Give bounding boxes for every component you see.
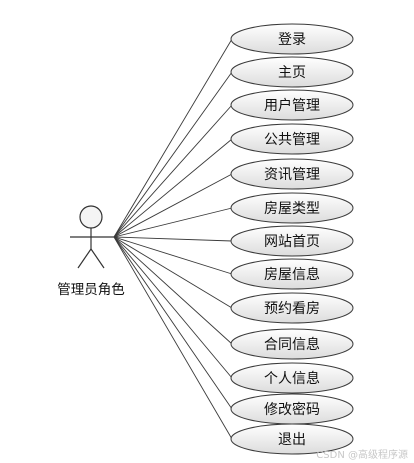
use-case-ellipse — [230, 23, 354, 55]
use-case-label: 修改密码 — [264, 401, 320, 418]
association-line — [113, 236, 233, 309]
use-case-ellipse — [230, 123, 354, 155]
association-line — [113, 236, 233, 275]
use-case-list: 登录主页用户管理公共管理资讯管理房屋类型网站首页房屋信息预约看房合同信息个人信息… — [230, 23, 354, 455]
use-case-label: 合同信息 — [264, 336, 320, 353]
use-case-label: 个人信息 — [264, 370, 320, 387]
use-case-node: 公共管理 — [230, 123, 354, 155]
use-case-label: 资讯管理 — [264, 167, 320, 183]
use-case-node: 登录 — [230, 23, 354, 55]
association-line — [113, 236, 233, 440]
use-case-ellipse — [230, 258, 354, 290]
actor-figure: 管理员角色 — [57, 205, 125, 298]
actor-label: 管理员角色 — [57, 281, 125, 298]
actor-head — [79, 205, 103, 229]
use-case-node: 退出 — [230, 423, 354, 455]
use-case-node: 预约看房 — [230, 292, 354, 324]
use-case-node: 资讯管理 — [230, 158, 354, 190]
use-case-label: 退出 — [278, 432, 306, 448]
use-case-label: 公共管理 — [264, 132, 320, 148]
use-case-node: 网站首页 — [230, 225, 354, 257]
use-case-ellipse — [230, 89, 354, 121]
use-case-label: 主页 — [278, 65, 306, 81]
actor-left-leg — [77, 248, 92, 269]
use-case-label: 房屋信息 — [264, 266, 320, 283]
association-line — [113, 38, 233, 238]
use-case-ellipse — [230, 225, 354, 257]
use-case-node: 修改密码 — [230, 393, 354, 425]
association-lines — [113, 38, 233, 440]
use-case-ellipse — [230, 158, 354, 190]
association-line — [113, 71, 233, 238]
association-line — [113, 138, 233, 238]
use-case-label: 登录 — [278, 32, 306, 48]
use-case-label: 预约看房 — [264, 301, 320, 317]
association-line — [113, 173, 233, 238]
association-line — [113, 236, 233, 410]
association-line — [113, 236, 233, 242]
use-case-ellipse — [230, 292, 354, 324]
association-line — [113, 207, 233, 238]
use-case-node: 个人信息 — [230, 362, 354, 394]
use-case-node: 房屋信息 — [230, 258, 354, 290]
use-case-node: 主页 — [230, 56, 354, 88]
use-case-ellipse — [230, 362, 354, 394]
use-case-node: 用户管理 — [230, 89, 354, 121]
use-case-ellipse — [230, 423, 354, 455]
use-case-label: 用户管理 — [264, 97, 320, 114]
use-case-label: 网站首页 — [264, 234, 320, 250]
use-case-ellipse — [230, 328, 354, 360]
association-line — [113, 236, 233, 345]
actor-right-leg — [90, 248, 105, 269]
association-line — [113, 104, 233, 238]
association-line — [113, 236, 233, 379]
use-case-node: 房屋类型 — [230, 192, 354, 224]
use-case-node: 合同信息 — [230, 328, 354, 360]
use-case-label: 房屋类型 — [264, 201, 320, 217]
use-case-ellipse — [230, 192, 354, 224]
use-case-ellipse — [230, 56, 354, 88]
watermark: CSDN @高级程序源 — [316, 448, 408, 461]
